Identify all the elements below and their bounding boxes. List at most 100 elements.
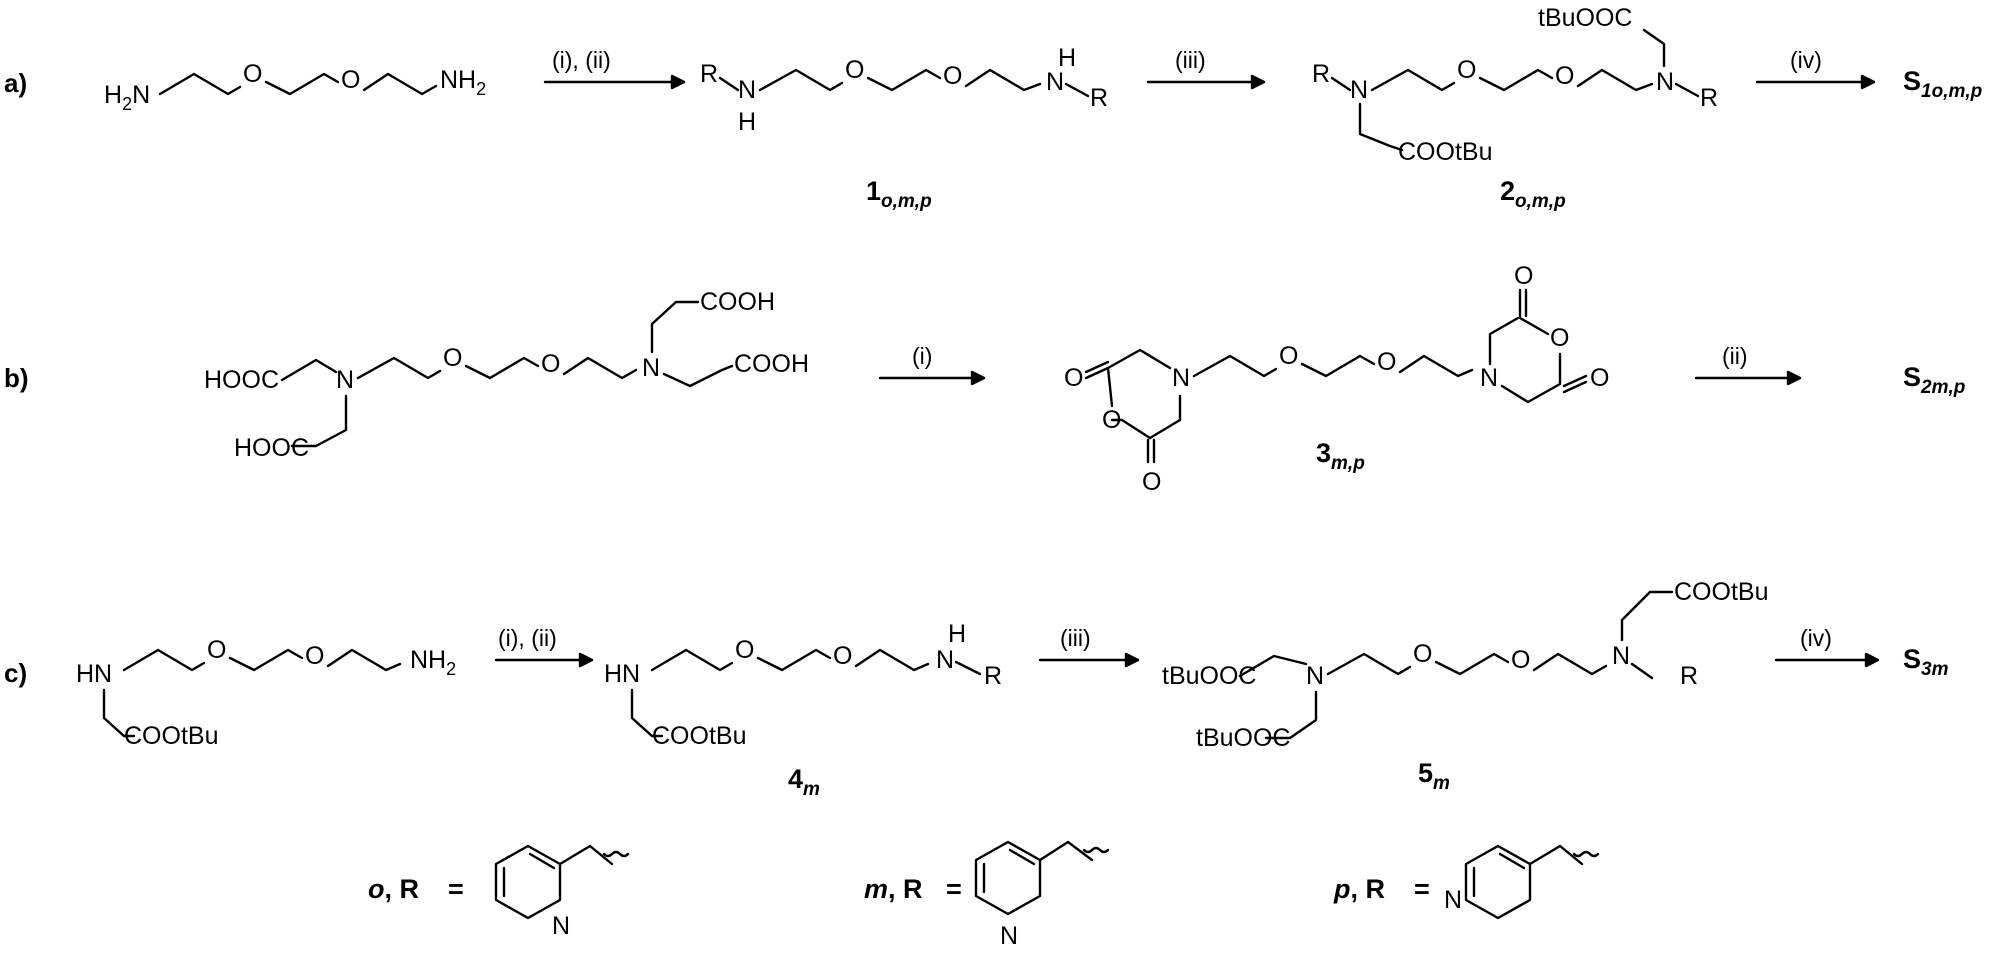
ether-oxygen: O (207, 636, 226, 664)
ring-double (1498, 852, 1526, 870)
carbonyl-oxygen: O (1064, 364, 1083, 392)
arrow-a1-head (670, 74, 686, 90)
compound-4-structure: HN COOtBu O O H N R (604, 620, 1002, 750)
compound-5-label: 5m (1418, 758, 1450, 794)
chain (326, 648, 402, 672)
carbonyl-double (1084, 360, 1110, 374)
ring-bond (1148, 394, 1182, 440)
compound-2-structure: R N COOtBu O O N R tBuOOC (1312, 4, 1718, 166)
ring-bond (1518, 316, 1550, 336)
ester-group: COOtBu (1398, 138, 1492, 166)
product-s3-label: S3m (1903, 644, 1949, 680)
carbonyl-bond (1562, 374, 1588, 388)
ring-bond (1106, 348, 1172, 370)
amine-h: H (1058, 44, 1076, 72)
arrow-c2-head (1124, 652, 1140, 668)
carbonyl-double (1562, 380, 1588, 394)
diamine-chain-end (362, 72, 438, 96)
ring-n: N (1480, 364, 1498, 392)
amine-n: N (1350, 76, 1368, 104)
conditions-a1: (i), (ii) (552, 47, 611, 73)
conditions-c2: (iii) (1060, 625, 1091, 651)
key-ortho-label: o, R (368, 874, 419, 904)
diamine-chain (158, 72, 242, 96)
ring-n: N (552, 912, 570, 940)
pyridin-4-ylmethyl: N (1444, 844, 1600, 920)
carbonyl-oxygen: O (1514, 262, 1533, 290)
ester-group: COOtBu (124, 722, 218, 750)
bond (1064, 82, 1090, 98)
ether-oxygen: O (1555, 62, 1574, 90)
ether-oxygen: O (1413, 640, 1432, 668)
ring-n: N (1000, 922, 1018, 950)
attachment-wavy (1572, 850, 1600, 858)
conditions-a2: (iii) (1175, 47, 1206, 73)
ring-oxygen: O (1102, 406, 1121, 434)
attachment-wavy (1082, 846, 1110, 854)
compound-3-structure: O N O O O O N O O O (1064, 262, 1609, 496)
chain (1532, 652, 1608, 676)
arrow-a2-head (1250, 74, 1266, 90)
amine-n: N (936, 646, 954, 674)
ether-oxygen: O (541, 350, 560, 378)
bond (1674, 82, 1700, 98)
chain (1300, 354, 1376, 378)
chain (854, 648, 930, 672)
chain (122, 648, 206, 672)
tetra-acid-structure: HOOC N HOOC O O N COOH COOH (204, 288, 809, 462)
pyridine-ring (494, 844, 562, 920)
diamine-chain-mid (264, 72, 340, 96)
conditions-c1: (i), (ii) (498, 625, 557, 651)
ether-oxygen: O (243, 60, 262, 88)
methylene-link (1038, 840, 1094, 862)
cooh-group: COOH (700, 288, 775, 316)
ether-oxygen: O (943, 62, 962, 90)
ring-double (1008, 848, 1036, 866)
key-para-equals: = (1414, 874, 1430, 904)
r-group: R (700, 60, 718, 88)
amine-n: N (642, 354, 660, 382)
ether-oxygen: O (845, 56, 864, 84)
r-group: R (1700, 84, 1718, 112)
carbonyl-bond (1084, 366, 1110, 380)
compound-2-label: 2o,m,p (1500, 176, 1566, 212)
ester-group: tBuOOC (1538, 4, 1632, 32)
acetate-arm (102, 688, 136, 738)
key-meta-label: m, R (864, 874, 923, 904)
compound-1-label: 1o,m,p (866, 176, 932, 212)
ring-bond (1106, 366, 1114, 408)
acetate-arm (1358, 102, 1404, 152)
acetate-arm (290, 394, 348, 448)
ester-group: tBuOOC (1196, 724, 1290, 752)
panel-c-label: c) (4, 658, 27, 688)
r-group-key: o, R = N m, R = N p, R = N (368, 840, 1600, 950)
panel-b: b) HOOC N HOOC O O N COOH COOH (i) O (4, 262, 1965, 496)
acetate-arm (650, 300, 700, 354)
chain (756, 648, 832, 672)
ester-group: COOtBu (1674, 578, 1768, 606)
panel-b-label: b) (4, 363, 29, 393)
carbonyl-oxygen: O (1142, 468, 1161, 496)
arrow-c3-head (1864, 652, 1880, 668)
chain (562, 356, 638, 380)
compound-5-structure: tBuOOC N tBuOOC O O N R COOtBu (1162, 578, 1768, 752)
panel-a-label: a) (4, 68, 27, 98)
acetate-arm (1264, 690, 1318, 740)
pyridin-2-ylmethyl: N (494, 844, 630, 940)
amine-h: H (738, 108, 756, 136)
attachment-wavy (602, 850, 630, 858)
acetate-arm (630, 688, 664, 738)
hooc-group: HOOC (204, 366, 279, 394)
ring-bond (1500, 352, 1562, 404)
nh2-group: NH2 (440, 66, 486, 99)
hooc-group: HOOC (234, 434, 309, 462)
carbonyl-oxygen: O (1590, 364, 1609, 392)
ester-group: COOtBu (652, 722, 746, 750)
panel-a: a) H2N O O NH2 (i), (ii) R N H O O H N (4, 4, 1982, 212)
ether-oxygen: O (833, 642, 852, 670)
acetate-arm (280, 358, 338, 382)
compound-3-label: 3m,p (1316, 438, 1365, 474)
amine-n: N (1046, 68, 1064, 96)
nh2-group: NH2 (410, 646, 456, 679)
